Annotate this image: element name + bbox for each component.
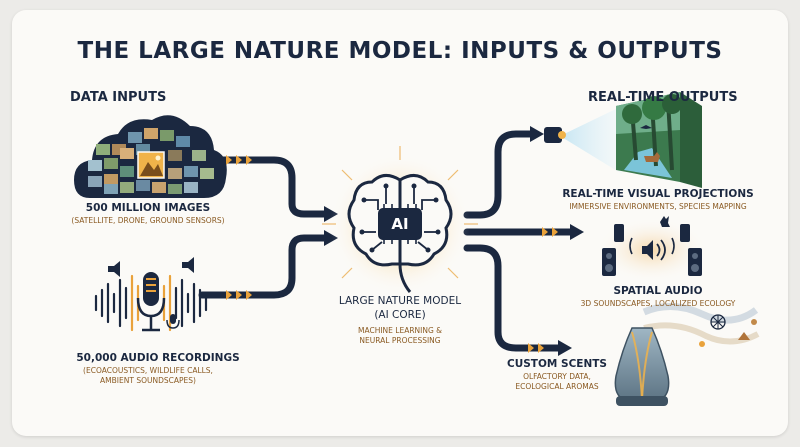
core-detail-line1: MACHINE LEARNING & bbox=[357, 326, 443, 335]
visual-output-label: REAL-TIME VISUAL PROJECTIONS bbox=[562, 188, 754, 200]
diagram-artwork bbox=[74, 92, 760, 406]
scent-diffuser-icon bbox=[614, 303, 760, 406]
audio-input-label: 50,000 AUDIO RECORDINGS bbox=[76, 352, 240, 364]
core-label-line2: (AI CORE) bbox=[374, 309, 426, 321]
ai-chip-label: AI bbox=[391, 215, 409, 233]
microphone-waveform-icon bbox=[94, 257, 208, 332]
audio-output-arrow bbox=[463, 224, 584, 240]
page-title: THE LARGE NATURE MODEL: INPUTS & OUTPUTS bbox=[77, 38, 723, 64]
visual-output-detail: IMMERSIVE ENVIRONMENTS, SPECIES MAPPING bbox=[569, 202, 747, 211]
projector-forest-icon bbox=[544, 92, 702, 188]
scent-output-arrow bbox=[463, 244, 572, 356]
surround-speakers-icon bbox=[596, 216, 708, 282]
custom-scents-label: CUSTOM SCENTS bbox=[507, 358, 607, 370]
custom-scents-detail-line2: ECOLOGICAL AROMAS bbox=[515, 382, 599, 391]
audio-input-detail-line1: (ECOACOUSTICS, WILDLIFE CALLS, bbox=[83, 366, 213, 375]
core-detail-line2: NEURAL PROCESSING bbox=[359, 336, 441, 345]
spatial-audio-detail: 3D SOUNDSCAPES, LOCALIZED ECOLOGY bbox=[580, 299, 736, 308]
audio-input-detail-line2: AMBIENT SOUNDSCAPES) bbox=[100, 376, 196, 385]
real-time-outputs-heading: REAL-TIME OUTPUTS bbox=[588, 90, 738, 105]
spatial-audio-label: SPATIAL AUDIO bbox=[613, 285, 703, 297]
images-input-detail: (SATELLITE, DRONE, GROUND SENSORS) bbox=[71, 216, 225, 225]
visual-output-arrow bbox=[463, 126, 544, 219]
audio-input-arrow bbox=[198, 230, 338, 300]
core-label-line1: LARGE NATURE MODEL bbox=[338, 295, 462, 307]
infographic-card: THE LARGE NATURE MODEL: INPUTS & OUTPUTS… bbox=[12, 10, 788, 436]
ai-brain-icon bbox=[322, 146, 478, 294]
cloud-photo-collage-icon bbox=[74, 115, 227, 198]
data-inputs-heading: DATA INPUTS bbox=[70, 90, 167, 105]
custom-scents-detail-line1: OLFACTORY DATA, bbox=[523, 372, 591, 381]
images-input-label: 500 MILLION IMAGES bbox=[85, 202, 211, 214]
